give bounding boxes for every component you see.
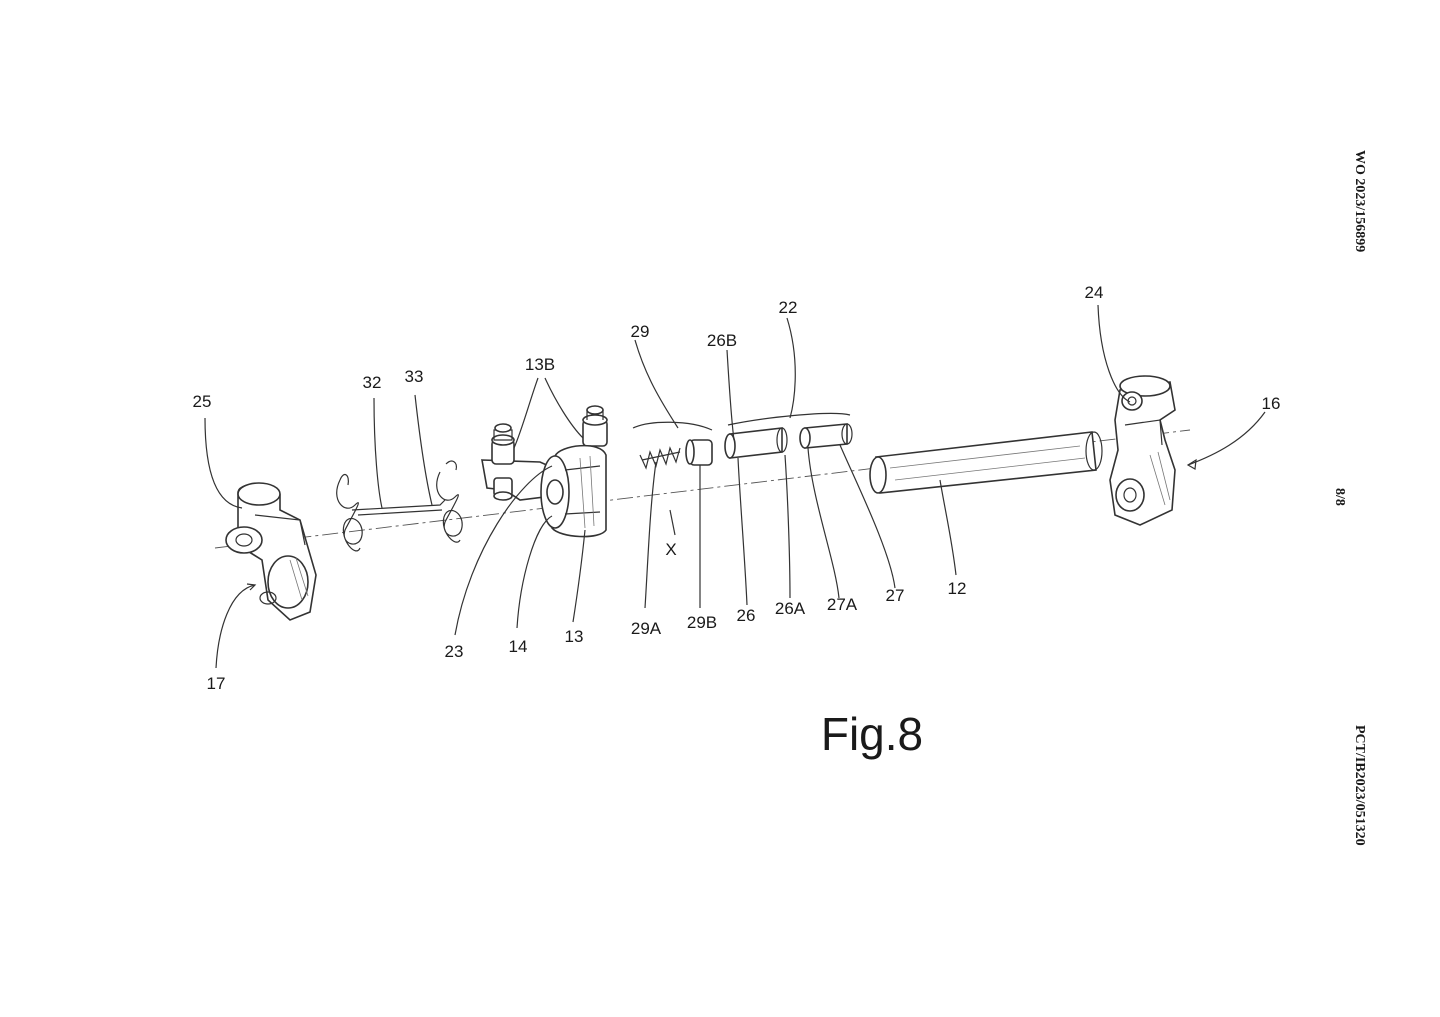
right-lever-bracket <box>1109 375 1176 526</box>
label-14: 14 <box>509 637 528 656</box>
label-27: 27 <box>886 586 905 605</box>
label-27a: 27A <box>827 595 858 614</box>
sleeves <box>724 423 853 459</box>
page-number: 8/8 <box>1332 488 1347 506</box>
application-number: PCT/IB2023/051320 <box>1352 725 1367 846</box>
label-17: 17 <box>207 674 226 693</box>
label-25: 25 <box>193 392 212 411</box>
label-26a: 26A <box>775 599 806 618</box>
leader-lines <box>204 304 1266 669</box>
left-lever-bracket <box>225 482 317 621</box>
label-29b: 29B <box>687 613 717 632</box>
label-32: 32 <box>363 373 382 392</box>
figure-caption: Fig.8 <box>821 708 923 760</box>
label-26b: 26B <box>707 331 737 350</box>
label-13: 13 <box>565 627 584 646</box>
label-12: 12 <box>948 579 967 598</box>
label-26: 26 <box>737 606 756 625</box>
label-23: 23 <box>445 642 464 661</box>
shaft <box>869 431 1103 494</box>
label-24: 24 <box>1085 283 1104 302</box>
label-16: 16 <box>1262 394 1281 413</box>
rocker-arm-assembly <box>481 405 608 538</box>
axis-label-x: X <box>665 540 676 559</box>
label-29: 29 <box>631 322 650 341</box>
publication-number: WO 2023/156899 <box>1352 150 1367 252</box>
spring-and-cap <box>639 439 713 470</box>
label-33: 33 <box>405 367 424 386</box>
torsion-springs <box>336 460 463 552</box>
label-22: 22 <box>779 298 798 317</box>
label-29a: 29A <box>631 619 662 638</box>
label-13b: 13B <box>525 355 555 374</box>
